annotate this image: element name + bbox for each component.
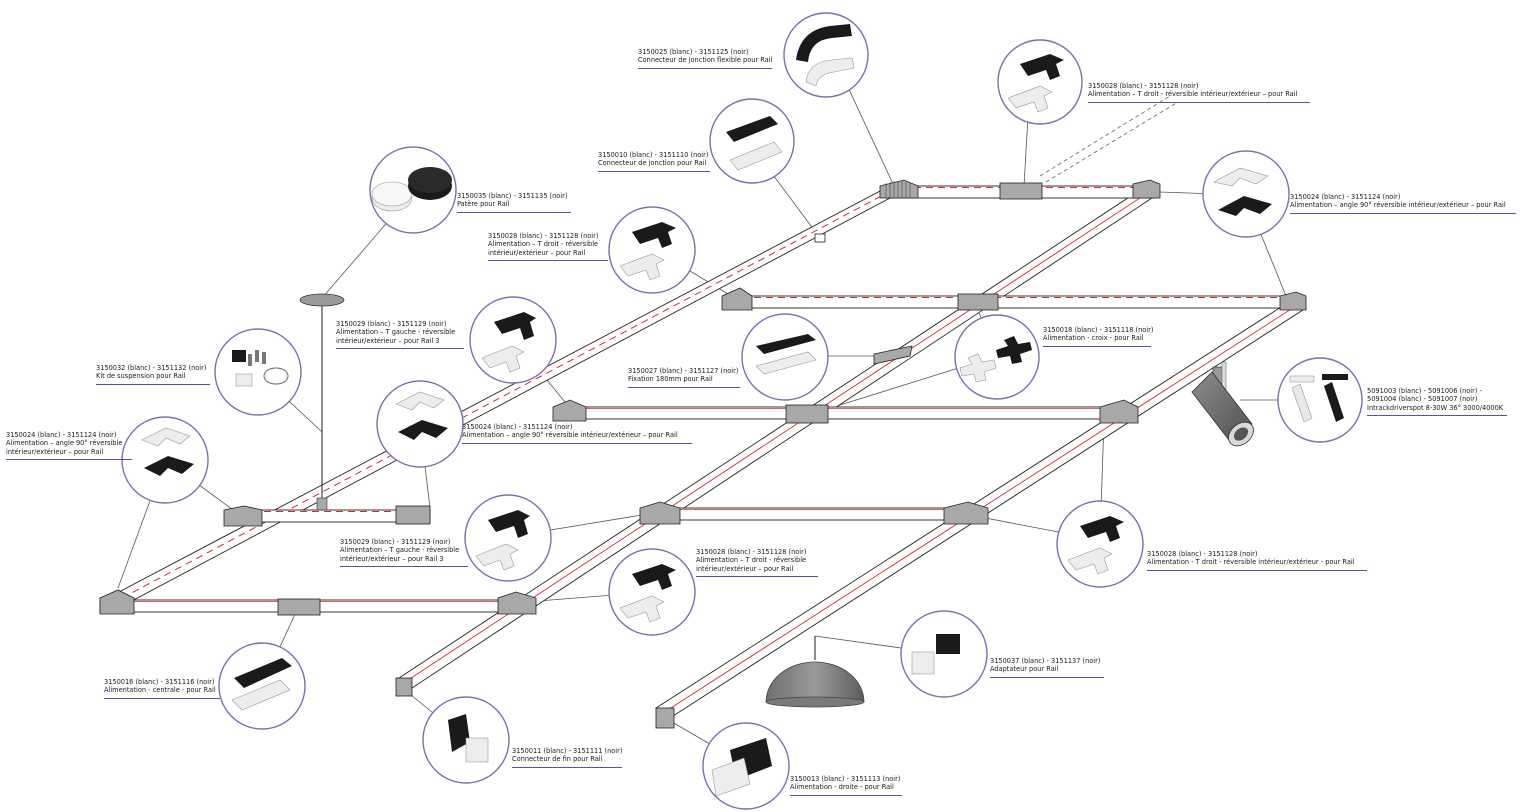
- callout-desc: Intrackdriverspot 8-30W 36° 3000/4000K: [1367, 403, 1504, 412]
- callout-desc: intérieur/extérieur – pour Rail: [6, 447, 104, 456]
- callout-angle-right: 3150024 (blanc) - 3151124 (noir) Aliment…: [1290, 193, 1516, 214]
- callout-desc: Alimentation - T droit - réversible inté…: [1147, 558, 1355, 567]
- t-right-feed-icon-top: [997, 39, 1083, 125]
- callout-ceiling-cup: 3150035 (blanc) - 3151135 (noir) Patère …: [457, 192, 571, 213]
- callout-desc: intérieur/extérieur – pour Rail 3: [336, 336, 440, 345]
- callout-ref: 3150013 (blanc) - 3151113 (noir): [790, 775, 901, 783]
- callout-desc: Alimentation – T droit - réversible: [696, 556, 807, 565]
- callout-ref: 3150010 (blanc) - 3151110 (noir): [598, 151, 709, 159]
- callout-desc: Adaptateur pour Rail: [990, 665, 1059, 674]
- straight-end-feed-icon: [702, 722, 790, 810]
- callout-desc: Alimentation – angle 90° réversible inté…: [462, 431, 678, 440]
- mounting-clip-icon: [741, 313, 829, 401]
- callout-ref: 3150025 (blanc) - 3151125 (noir): [638, 48, 749, 56]
- callout-ref: 3150028 (blanc) - 3151128 (noir): [1088, 82, 1199, 90]
- callout-t-right-far: 3150028 (blanc) - 3151128 (noir) Aliment…: [1147, 550, 1367, 571]
- flexible-joint-connector-icon: [783, 12, 869, 98]
- fixtures: [299, 293, 1254, 708]
- callout-ref: 3150028 (blanc) - 3151128 (noir): [1147, 550, 1258, 558]
- angle-90-feed-icon-right: [1202, 150, 1290, 238]
- callout-desc: intérieur/extérieur – pour Rail 3: [340, 554, 444, 563]
- callout-spot: 5091003 (blanc) - 5091006 (noir) - 50910…: [1367, 387, 1507, 417]
- central-feed-icon: [218, 642, 306, 730]
- callout-ref: 3150024 (blanc) - 3151124 (noir): [462, 423, 573, 431]
- callout-desc: Alimentation – T droit - réversible: [488, 240, 599, 249]
- t-right-feed-icon-lower: [608, 548, 696, 636]
- callout-ref: 3150024 (blanc) - 3151124 (noir): [6, 431, 117, 439]
- angle-90-feed-icon-left: [121, 416, 209, 504]
- cross-feed-icon: [954, 314, 1040, 400]
- callout-desc: Connecteur de jonction flexible pour Rai…: [638, 56, 773, 65]
- callout-t-right-lower: 3150028 (blanc) - 3151128 (noir) Aliment…: [696, 548, 818, 578]
- callout-desc: Connecteur de jonction pour Rail: [598, 159, 707, 168]
- callout-angle-center: 3150024 (blanc) - 3151124 (noir) Aliment…: [462, 423, 692, 444]
- callout-adapter: 3150037 (blanc) - 3151137 (noir) Adaptat…: [990, 657, 1104, 678]
- callout-ref: 3150029 (blanc) - 3151129 (noir): [336, 320, 447, 328]
- callout-desc: Alimentation – angle 90° réversible: [6, 439, 123, 448]
- callout-desc: Kit de suspension pour Rail: [96, 372, 186, 381]
- callout-desc: Alimentation – angle 90° réversible inté…: [1290, 201, 1506, 210]
- callout-central-feed: 3150016 (blanc) - 3151116 (noir) Aliment…: [104, 678, 220, 699]
- callout-ref: 3150024 (blanc) - 3151124 (noir): [1290, 193, 1401, 201]
- callout-t-right-mid: 3150028 (blanc) - 3151128 (noir) Aliment…: [488, 232, 608, 262]
- callout-desc: Connecteur de fin pour Rail: [512, 755, 603, 764]
- track-spotlight: [1191, 361, 1254, 447]
- callout-desc: Alimentation - centrale - pour Rail: [104, 686, 216, 695]
- callout-cross: 3150018 (blanc) - 3151118 (noir) Aliment…: [1043, 326, 1154, 347]
- callout-end-cap: 3150011 (blanc) - 3151111 (noir) Connect…: [512, 747, 622, 768]
- t-left-feed-icon-lower: [464, 494, 552, 582]
- callout-right-feed: 3150013 (blanc) - 3151113 (noir) Aliment…: [790, 775, 902, 796]
- t-right-feed-icon-far: [1056, 500, 1144, 588]
- straight-joint-connector-icon: [709, 98, 795, 184]
- callout-suspension-kit: 3150032 (blanc) - 3151132 (noir) Kit de …: [96, 364, 210, 385]
- t-right-feed-icon-mid: [608, 206, 696, 294]
- track-spotlight-icon: [1277, 357, 1363, 443]
- adapter-icon: [900, 610, 988, 698]
- callout-ref: 3150018 (blanc) - 3151118 (noir): [1043, 326, 1154, 334]
- ceiling-canopy-icon: [369, 146, 457, 234]
- callout-desc: intérieur/extérieur – pour Rail: [488, 248, 586, 257]
- callout-ref: 3150027 (blanc) - 3151127 (noir): [628, 367, 739, 375]
- callout-ref: 3150032 (blanc) - 3151132 (noir): [96, 364, 207, 372]
- callout-desc: Patère pour Rail: [457, 200, 510, 209]
- callout-desc: Alimentation – T droit - réversible inté…: [1088, 90, 1298, 99]
- callout-fixation: 3150027 (blanc) - 3151127 (noir) Fixatio…: [628, 367, 740, 388]
- callout-desc: Alimentation – T gauche - réversible: [340, 546, 460, 555]
- callout-ref: 3150028 (blanc) - 3151128 (noir): [696, 548, 807, 556]
- callout-desc: Alimentation - droite - pour Rail: [790, 783, 894, 792]
- callout-t-right-top: 3150028 (blanc) - 3151128 (noir) Aliment…: [1088, 82, 1310, 103]
- callout-desc: intérieur/extérieur – pour Rail: [696, 564, 794, 573]
- callout-t-left-lower: 3150029 (blanc) - 3151129 (noir) Aliment…: [340, 538, 468, 568]
- end-cap-icon: [422, 696, 510, 784]
- callout-angle-left: 3150024 (blanc) - 3151124 (noir) Aliment…: [6, 431, 132, 461]
- rail-network: [99, 95, 1307, 729]
- callout-ref: 5091003 (blanc) - 5091006 (noir) -: [1367, 387, 1482, 395]
- callout-ref: 3150035 (blanc) - 3151135 (noir): [457, 192, 568, 200]
- callout-t-left-upper: 3150029 (blanc) - 3151129 (noir) Aliment…: [336, 320, 464, 350]
- ceiling-canopy: [299, 293, 345, 307]
- callout-desc: Alimentation – T gauche - réversible: [336, 328, 456, 337]
- callout-ref: 3150028 (blanc) - 3151128 (noir): [488, 232, 599, 240]
- callout-ref: 3150029 (blanc) - 3151129 (noir): [340, 538, 451, 546]
- callout-joint-connector: 3150010 (blanc) - 3151110 (noir) Connect…: [598, 151, 710, 172]
- suspension-kit-icon: [214, 328, 302, 416]
- angle-90-feed-icon-center: [376, 380, 464, 468]
- t-left-feed-icon-upper: [469, 296, 557, 384]
- callout-ref: 5091004 (blanc) - 5091007 (noir): [1367, 395, 1478, 404]
- callout-desc: Fixation 180mm pour Rail: [628, 375, 713, 384]
- product-circles: [121, 12, 1363, 810]
- callout-ref: 3150016 (blanc) - 3151116 (noir): [104, 678, 215, 686]
- callout-ref: 3150011 (blanc) - 3151111 (noir): [512, 747, 623, 755]
- callout-ref: 3150037 (blanc) - 3151137 (noir): [990, 657, 1101, 665]
- callout-desc: Alimentation - croix - pour Rail: [1043, 334, 1144, 343]
- callout-flex-connector: 3150025 (blanc) - 3151125 (noir) Connect…: [638, 48, 772, 69]
- pendant-lamp: [765, 661, 865, 703]
